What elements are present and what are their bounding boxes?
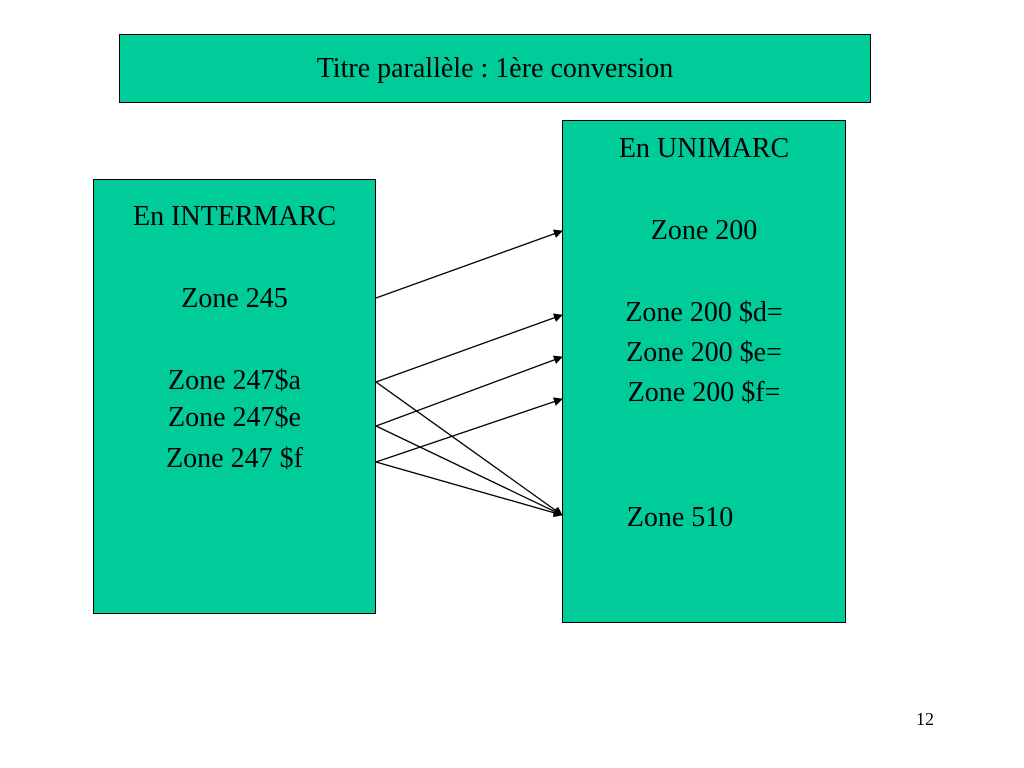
page-number: 12 xyxy=(916,709,934,729)
unimarc-zone-200e: Zone 200 $e= xyxy=(626,337,782,368)
intermarc-zone-247a: Zone 247$a xyxy=(168,365,301,396)
mapping-arrow-7 xyxy=(375,461,563,518)
mapping-arrow-3 xyxy=(375,381,563,516)
mapping-arrow-5 xyxy=(375,425,563,516)
unimarc-zone-200: Zone 200 xyxy=(650,215,758,246)
unimarc-zone-510: Zone 510 xyxy=(626,502,734,533)
mapping-arrow-4 xyxy=(375,355,563,427)
slide-title: Titre parallèle : 1ère conversion xyxy=(316,52,674,84)
intermarc-heading: En INTERMARC xyxy=(133,201,336,232)
mapping-arrow-6 xyxy=(375,397,563,463)
unimarc-zone-200d: Zone 200 $d= xyxy=(625,297,783,328)
intermarc-zone-245: Zone 245 xyxy=(181,283,288,314)
mapping-arrow-2 xyxy=(375,313,563,383)
unimarc-box: En UNIMARC Zone 200 Zone 200 $d= Zone 20… xyxy=(562,120,846,623)
intermarc-zone-247f: Zone 247 $f xyxy=(166,443,303,474)
mapping-arrow-1 xyxy=(375,229,563,299)
unimarc-zone-200f: Zone 200 $f= xyxy=(627,377,781,408)
intermarc-zone-247e: Zone 247$e xyxy=(168,402,301,433)
slide-title-box: Titre parallèle : 1ère conversion xyxy=(119,34,871,103)
arrow-layer xyxy=(375,229,563,518)
unimarc-heading: En UNIMARC xyxy=(618,133,790,164)
intermarc-box: En INTERMARC Zone 245 Zone 247$a Zone 24… xyxy=(93,179,376,614)
